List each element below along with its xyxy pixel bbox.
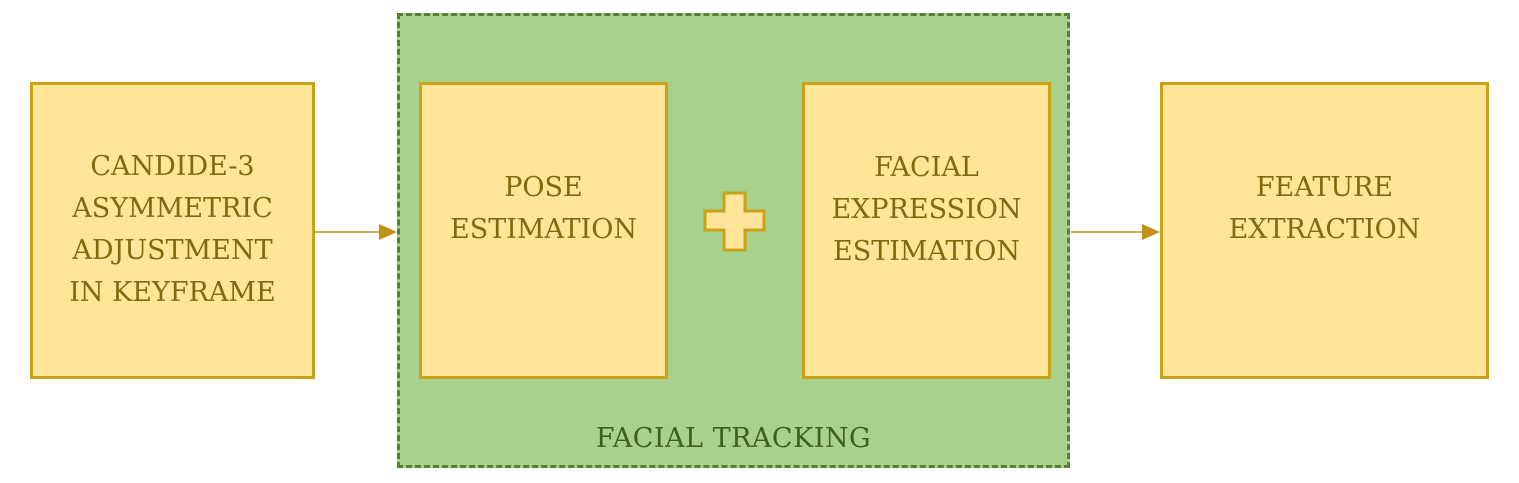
arrow-tracking-to-feature bbox=[1071, 224, 1160, 240]
facial-tracking-label: FACIAL TRACKING bbox=[595, 423, 872, 454]
arrow-candide-to-tracking bbox=[315, 224, 397, 240]
candide-adjustment-label: CANDIDE-3 ASYMMETRIC ADJUSTMENT IN KEYFR… bbox=[69, 150, 276, 308]
pose-estimation-label: POSE ESTIMATION bbox=[450, 171, 637, 245]
candide-adjustment-box: CANDIDE-3 ASYMMETRIC ADJUSTMENT IN KEYFR… bbox=[30, 82, 315, 379]
facial-expression-estimation-label: FACIAL EXPRESSION ESTIMATION bbox=[831, 151, 1022, 267]
facial-expression-estimation-box: FACIAL EXPRESSION ESTIMATION bbox=[802, 82, 1051, 379]
arrow-tracking-to-feature-head bbox=[1142, 224, 1160, 240]
feature-extraction-box: FEATURE EXTRACTION bbox=[1160, 82, 1489, 379]
feature-extraction-label: FEATURE EXTRACTION bbox=[1228, 171, 1421, 245]
pose-estimation-box: POSE ESTIMATION bbox=[419, 82, 668, 379]
arrow-candide-to-tracking-head bbox=[379, 224, 397, 240]
